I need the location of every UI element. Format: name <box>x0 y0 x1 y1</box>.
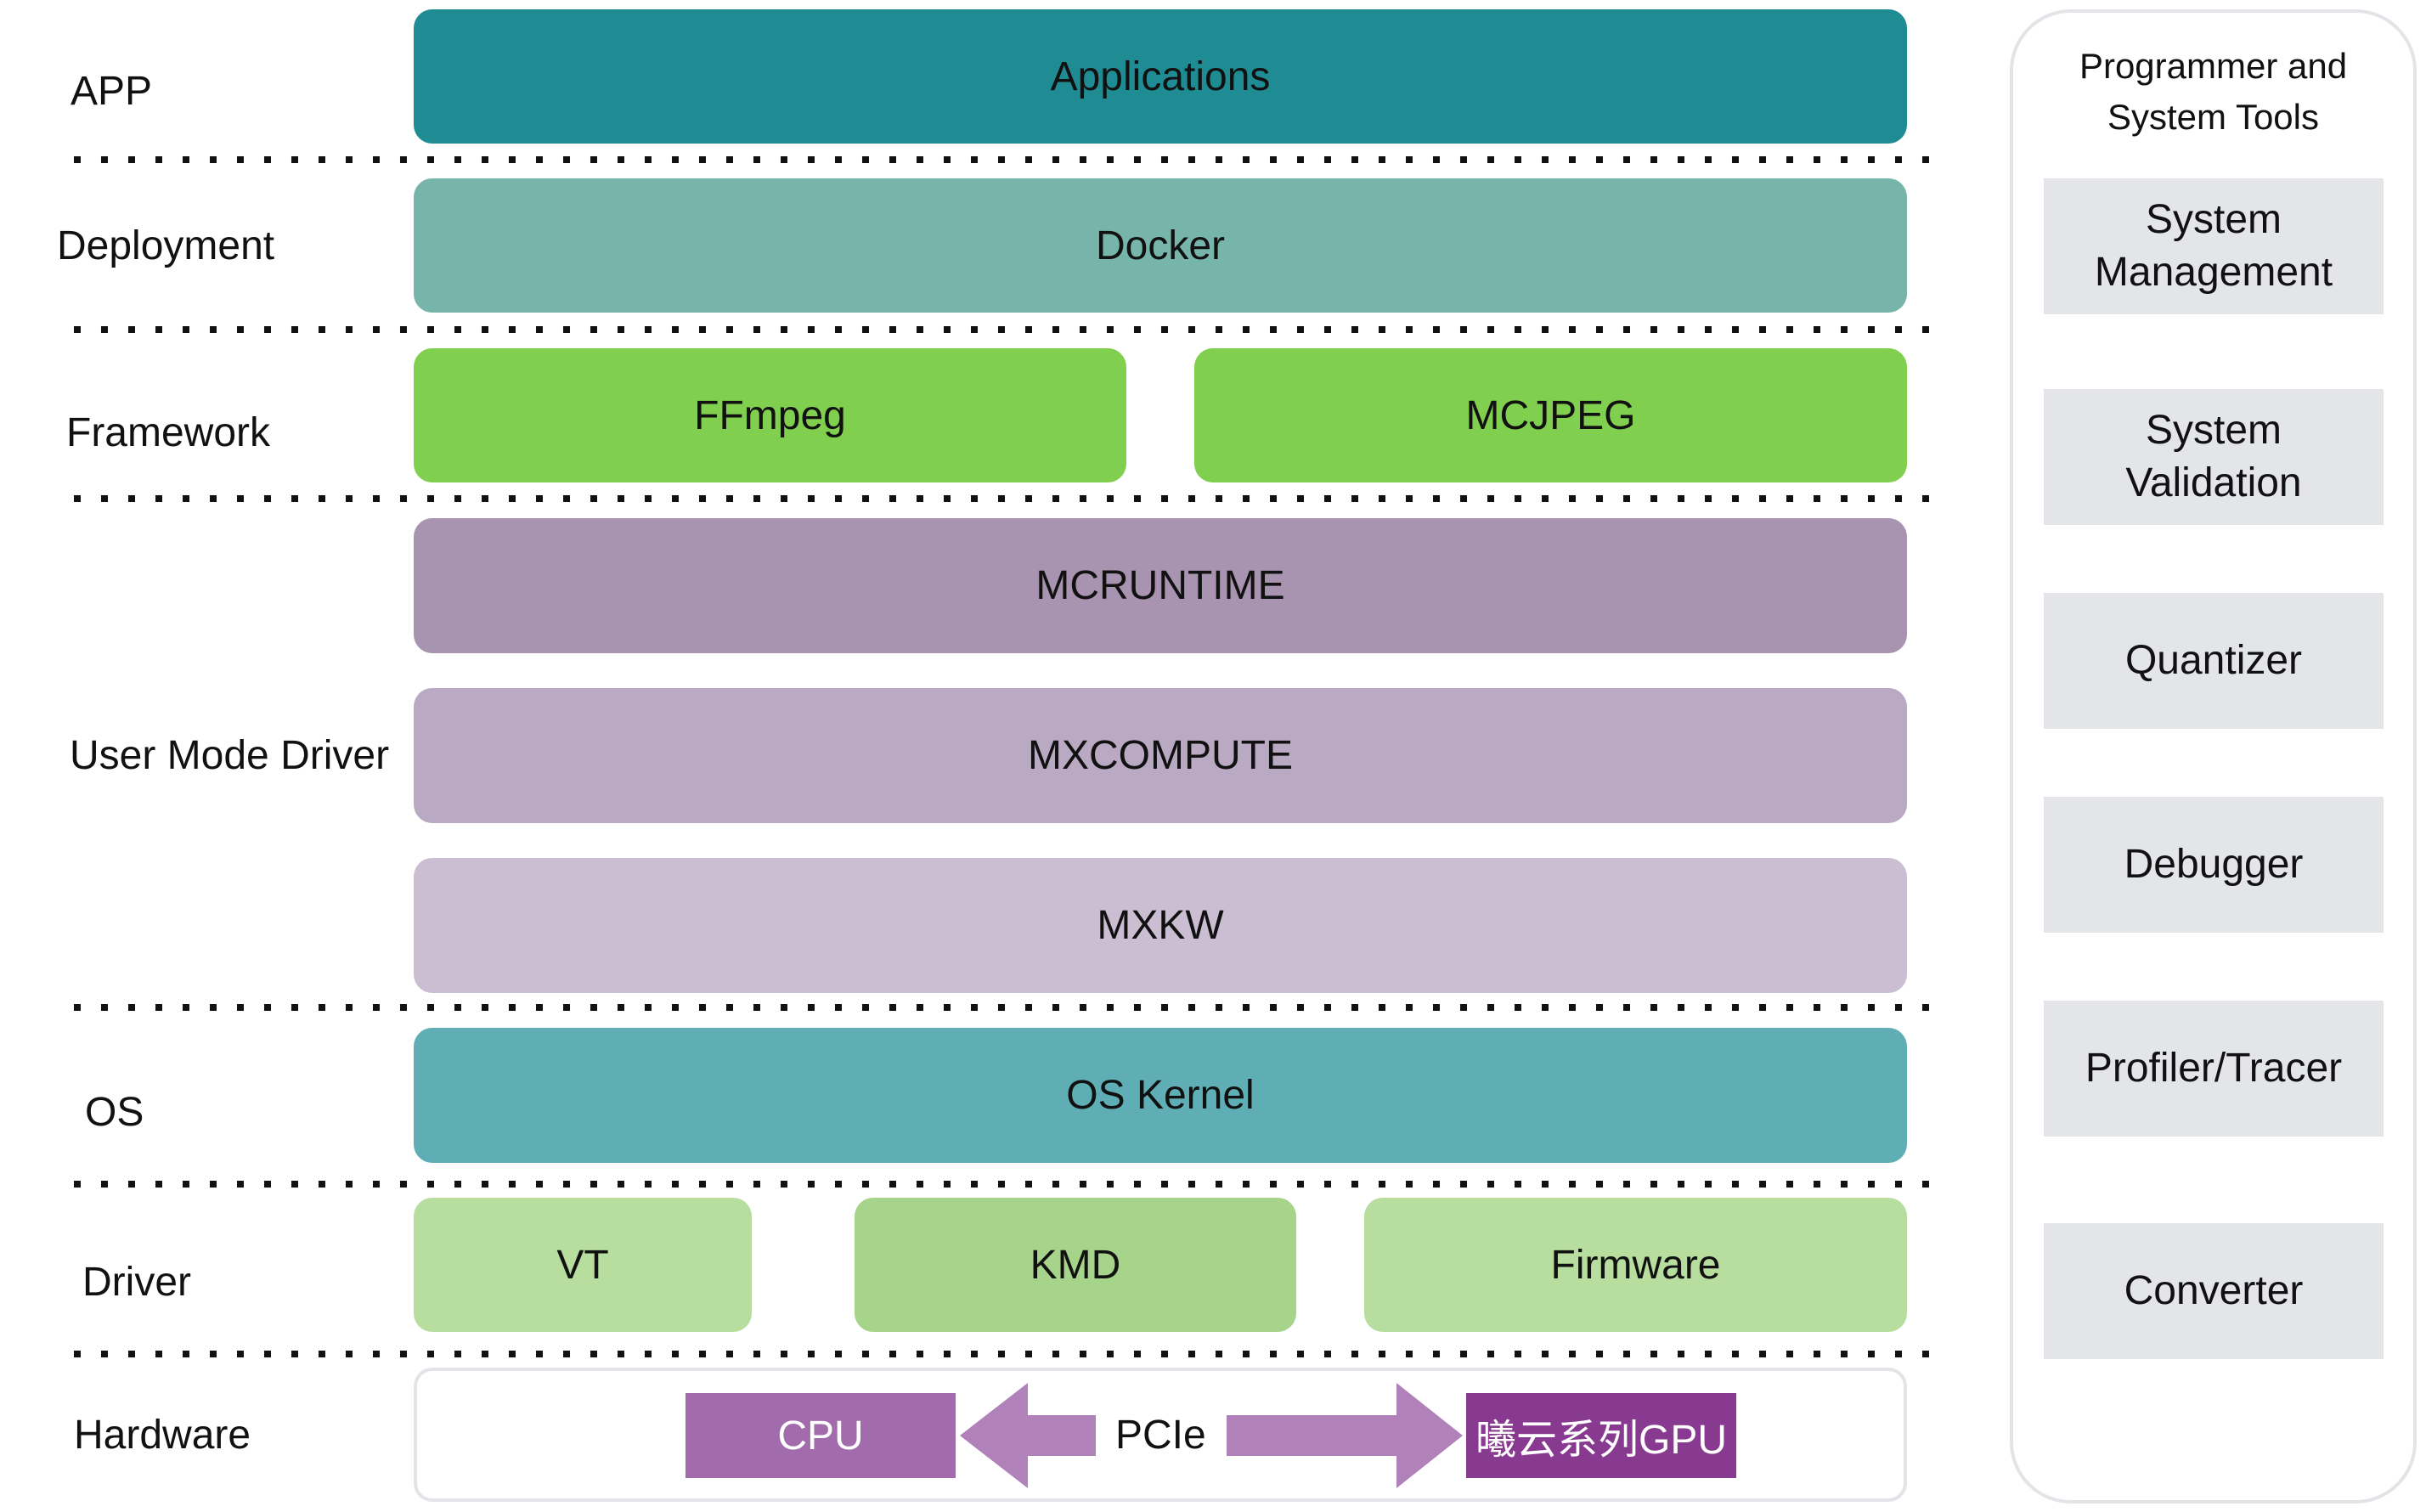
tool-label: Profiler/Tracer <box>2085 1046 2343 1091</box>
layer-divider <box>74 156 1930 163</box>
layer-label-driver: Driver <box>82 1260 191 1305</box>
arrow-left-icon <box>960 1383 1096 1488</box>
layer-divider <box>74 1004 1930 1011</box>
tool-system-management: System Management <box>2044 178 2384 314</box>
component-mcruntime: MCRUNTIME <box>414 518 1907 653</box>
component-kmd: KMD <box>855 1198 1296 1332</box>
layer-divider <box>74 1351 1930 1357</box>
tool-label: Converter <box>2124 1268 2304 1313</box>
hardware-cpu-label: CPU <box>777 1413 864 1458</box>
hardware-cpu: CPU <box>685 1393 956 1478</box>
tool-system-validation: System Validation <box>2044 389 2384 525</box>
component-label: MXCOMPUTE <box>1028 733 1293 778</box>
component-mcjpeg: MCJPEG <box>1194 348 1907 482</box>
tool-label: Debugger <box>2124 842 2304 887</box>
component-label: OS Kernel <box>1066 1073 1255 1118</box>
component-label: MXKW <box>1097 903 1224 948</box>
tools-panel-title-line1: Programmer and <box>2079 46 2348 86</box>
component-label: KMD <box>1030 1242 1121 1288</box>
tools-panel-title: Programmer and System Tools <box>2010 41 2417 143</box>
tool-converter: Converter <box>2044 1223 2384 1359</box>
tool-label: Validation <box>2125 460 2302 505</box>
component-vt: VT <box>414 1198 752 1332</box>
component-ffmpeg: FFmpeg <box>414 348 1126 482</box>
tool-label: Management <box>2094 250 2333 295</box>
component-label: MCRUNTIME <box>1035 563 1285 608</box>
layer-divider <box>74 1181 1930 1188</box>
tool-label: System <box>2145 408 2282 453</box>
hardware-link-label: PCIe <box>1115 1413 1206 1458</box>
component-mxkw: MXKW <box>414 858 1907 993</box>
layer-label-app: APP <box>71 69 153 114</box>
component-label: FFmpeg <box>694 392 846 438</box>
tool-debugger: Debugger <box>2044 797 2384 933</box>
component-applications: Applications <box>414 9 1907 144</box>
tool-label: System <box>2145 197 2282 242</box>
tools-panel-title-line2: System Tools <box>2107 97 2319 137</box>
component-label: Firmware <box>1550 1242 1721 1288</box>
component-label: Applications <box>1050 54 1271 99</box>
tool-profiler-tracer: Profiler/Tracer <box>2044 1001 2384 1137</box>
layer-label-os: OS <box>85 1090 144 1135</box>
layer-label-deployment: Deployment <box>57 223 275 268</box>
arrow-right-icon <box>1227 1383 1463 1488</box>
layer-label-user-mode-driver: User Mode Driver <box>70 733 390 778</box>
component-label: MCJPEG <box>1465 392 1636 438</box>
component-mxcompute: MXCOMPUTE <box>414 688 1907 823</box>
component-label: VT <box>556 1242 609 1288</box>
tool-label: Quantizer <box>2124 638 2303 683</box>
tool-quantizer: Quantizer <box>2044 593 2384 729</box>
component-os-kernel: OS Kernel <box>414 1028 1907 1163</box>
component-docker: Docker <box>414 178 1907 313</box>
hardware-gpu: 曦云系列GPU <box>1466 1393 1736 1478</box>
component-firmware: Firmware <box>1364 1198 1907 1332</box>
component-label: Docker <box>1095 223 1226 268</box>
layer-label-hardware: Hardware <box>74 1413 251 1458</box>
layer-divider <box>74 495 1930 502</box>
layer-divider <box>74 326 1930 333</box>
layer-label-framework: Framework <box>66 410 271 455</box>
hardware-gpu-label: 曦云系列GPU <box>1475 1418 1728 1463</box>
